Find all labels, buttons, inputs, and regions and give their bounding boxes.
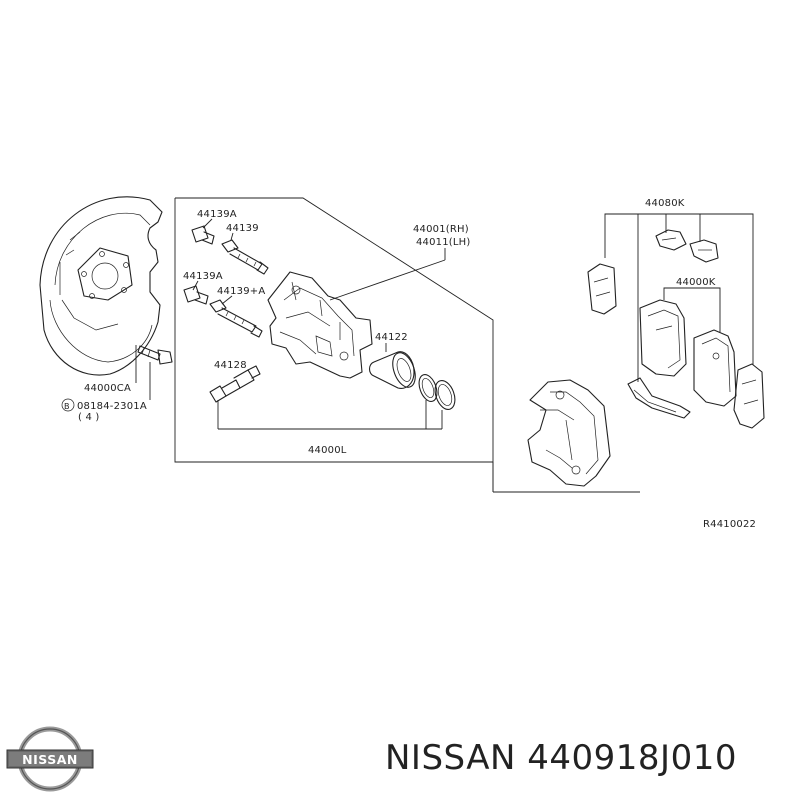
pad-clips xyxy=(655,229,719,263)
label-44128: 44128 xyxy=(214,360,247,371)
label-44000k: 44000K xyxy=(676,277,716,288)
bolt-44139a-top xyxy=(191,225,215,245)
piston-seals xyxy=(418,374,456,410)
label-44001: 44001(RH) xyxy=(413,224,469,235)
bolt-44000ca xyxy=(137,345,173,365)
backing-plate xyxy=(39,196,163,376)
caliper-body xyxy=(267,271,373,379)
caliper-group-box xyxy=(174,197,494,492)
brake-pad-1 xyxy=(639,299,687,377)
label-44080k: 44080K xyxy=(645,198,685,209)
part-number-title: NISSAN 440918J010 xyxy=(385,738,737,778)
label-44011: 44011(LH) xyxy=(416,237,471,248)
label-08184-qty: ( 4 ) xyxy=(78,412,100,423)
label-44122: 44122 xyxy=(375,332,408,343)
label-44139-a: 44139+A xyxy=(217,286,265,297)
pad-shim-right xyxy=(733,363,765,429)
label-44000ca: 44000CA xyxy=(84,383,131,394)
bolt-44139a-lower xyxy=(183,285,209,305)
piston-44122 xyxy=(368,351,416,389)
label-08184-b: B xyxy=(64,402,70,411)
caliper-bracket xyxy=(527,379,611,487)
label-44000l: 44000L xyxy=(308,445,347,456)
label-44139a-1: 44139A xyxy=(197,209,237,220)
pin-44139-a xyxy=(209,299,263,338)
pad-shim-left xyxy=(587,263,617,315)
pad-spring-clip xyxy=(627,377,691,419)
label-44139a-2: 44139A xyxy=(183,271,223,282)
logo-text: NISSAN xyxy=(22,752,78,767)
label-44139: 44139 xyxy=(226,223,259,234)
pin-44139-top xyxy=(221,239,269,275)
nissan-logo: NISSAN xyxy=(6,726,94,792)
brake-pad-2 xyxy=(693,329,737,407)
reference-code: R4410022 xyxy=(703,519,756,530)
label-08184: 08184-2301A xyxy=(77,401,147,412)
bleeder-44128 xyxy=(209,365,261,403)
bracket-44080k xyxy=(604,213,754,365)
